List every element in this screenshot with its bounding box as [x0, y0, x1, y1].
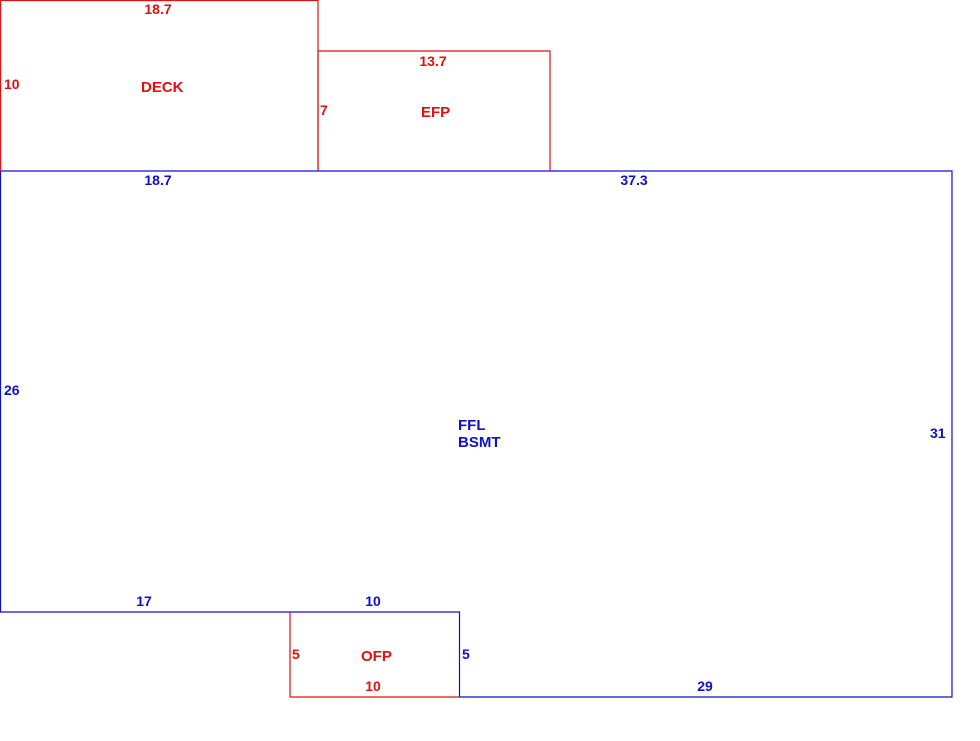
efp-outline [317, 50, 551, 171]
main-label-line1: FFL [458, 417, 486, 434]
efp-label: EFP [421, 104, 450, 121]
ofp-outline [289, 612, 460, 698]
main-right-dimension: 31 [930, 425, 946, 441]
main-bottom-right-dimension: 29 [697, 678, 713, 694]
main-step-top-dimension: 10 [365, 593, 381, 609]
main-step-side-dimension: 5 [462, 646, 470, 662]
efp-left-dimension: 7 [320, 102, 328, 118]
deck-top-dimension: 18.7 [144, 1, 171, 17]
main-bottom-left-dimension: 17 [136, 593, 152, 609]
efp-top-dimension: 13.7 [419, 53, 446, 69]
ofp-label: OFP [361, 648, 392, 665]
ofp-left-dimension: 5 [292, 646, 300, 662]
main-label-line2: BSMT [458, 434, 501, 451]
main-top-left-dimension: 18.7 [144, 172, 171, 188]
deck-left-dimension: 10 [4, 76, 20, 92]
ofp-bottom-dimension: 10 [365, 678, 381, 694]
deck-label: DECK [141, 79, 184, 96]
main-top-right-dimension: 37.3 [620, 172, 647, 188]
main-left-dimension: 26 [4, 382, 20, 398]
